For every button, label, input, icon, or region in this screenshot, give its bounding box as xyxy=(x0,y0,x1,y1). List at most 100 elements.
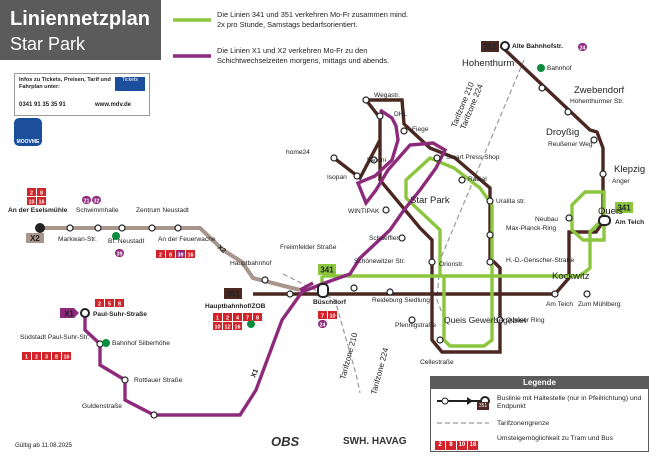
tariff-label-224-b: Tarifzone 224 xyxy=(369,346,390,395)
transfer-badge-label: 3 xyxy=(45,354,48,360)
label-orionstr: Orionstr. xyxy=(439,261,464,268)
transfer-badge xyxy=(318,311,327,319)
svg-text:X2: X2 xyxy=(30,234,40,243)
label-zwebendorf: Zwebendorf xyxy=(574,85,625,96)
label-star-park: Star Park xyxy=(410,195,450,206)
transfer-badge xyxy=(27,197,36,205)
label-alte-bahnhofstr: Alte Bahnhofstr. xyxy=(512,43,563,50)
badge-x2-eselsmuehle: X2 xyxy=(26,233,44,243)
transfer-badge xyxy=(105,299,114,307)
label-queis-gewerbe: Queis Gewerbegebiet xyxy=(444,315,527,325)
transfer-badge xyxy=(115,299,124,307)
label-kockwitz: Kockwitz xyxy=(552,271,590,282)
transfer-badge-label: 8 xyxy=(256,315,259,321)
label-droyssig: Droyßig xyxy=(546,127,579,138)
label-am-teich-queis: Am Teich xyxy=(615,219,644,226)
label-queis: Queis xyxy=(598,206,623,217)
transfer-badge xyxy=(213,313,222,321)
transfer-badge xyxy=(318,320,327,328)
note-purple-line-icon xyxy=(173,54,211,58)
label-feuerwache: An der Feuerwache xyxy=(158,236,216,243)
transfer-badge xyxy=(115,249,124,257)
transfer-badge-label: 16 xyxy=(235,324,241,330)
page-title: Liniennetzplan xyxy=(10,8,150,30)
transfer-badge-label: 8 xyxy=(169,252,172,258)
svg-text:351: 351 xyxy=(483,43,497,52)
label-schwimmhalle: Schwimmhalle xyxy=(76,207,119,214)
legend-box: Legende 351 Buslinie mit Haltestelle (nu… xyxy=(430,376,649,452)
page-subtitle: Star Park xyxy=(10,34,86,54)
transfer-badge-label: 24 xyxy=(320,322,326,328)
label-reussener-weg: Reußener Weg xyxy=(548,141,593,148)
label-hauptbahnhof: Hauptbahnhof xyxy=(230,260,272,267)
station-labels: Alte Bahnhofstr. Bahnhof Hohenthurm Zweb… xyxy=(8,43,645,410)
transfer-badge-label: 39 xyxy=(117,251,123,257)
info-web-link[interactable]: www.mdv.de xyxy=(95,102,132,108)
info-box: Infos zu Tickets, Preisen, Tarif und Fah… xyxy=(14,73,150,116)
s-bahn-icon xyxy=(247,320,255,328)
transfer-badge xyxy=(42,352,51,360)
svg-text:351: 351 xyxy=(226,290,240,299)
transfer-badge-label: 8 xyxy=(40,190,43,196)
transfer-badge-label: 12 xyxy=(225,324,231,330)
label-bf-neustadt: Bf. Neustadt xyxy=(108,238,144,245)
transfer-badge-label: 7 xyxy=(246,315,249,321)
badge-351-hbf: 351 xyxy=(224,288,242,299)
moovme-app-icon[interactable]: MOOVME xyxy=(14,118,42,146)
label-buschdorf: Büschdorf xyxy=(313,299,347,306)
transfer-badge xyxy=(328,311,337,319)
label-smart-press: Smart Press Shop xyxy=(446,154,500,161)
label-anger: Anger xyxy=(612,178,630,185)
label-radial: Radial xyxy=(468,176,487,183)
transfer-badge xyxy=(92,196,101,204)
svg-text:341: 341 xyxy=(617,204,631,213)
label-max-planck: Max-Planck-Ring xyxy=(506,225,557,232)
validity-date: Gültig ab 11.08.2025 xyxy=(15,442,72,449)
transfer-badge-label: 10 xyxy=(29,199,35,205)
note-green-line-icon xyxy=(173,18,211,22)
note-green: Die Linien 341 und 351 verkehren Mo-Fr z… xyxy=(217,10,409,29)
transfer-badge-label: 32 xyxy=(94,198,100,204)
s-bahn-icon xyxy=(537,64,545,72)
label-zentrum-neustadt: Zentrum Neustadt xyxy=(136,207,189,214)
transfer-badge xyxy=(253,313,262,321)
legend-row-transfer: Umsteigemöglichkeit zu Tram und Bus xyxy=(497,435,613,442)
line-x1-purple xyxy=(83,108,448,417)
transfer-badge xyxy=(27,188,36,196)
transfer-badge-label: 1 xyxy=(25,354,28,360)
transfer-badge-label: 5 xyxy=(108,301,111,307)
svg-text:X1: X1 xyxy=(64,310,74,319)
info-phone[interactable]: 0341 91 35 35 91 xyxy=(19,102,66,108)
transfer-badge xyxy=(52,352,61,360)
transfer-badge xyxy=(22,352,31,360)
transfer-badge-label: 8 xyxy=(55,354,58,360)
transfer-badge xyxy=(156,250,165,258)
note-purple: Die Linien X1 und X2 verkehren Mo-Fr zu … xyxy=(217,46,390,65)
label-eselsmuehle: An der Eselsmühle xyxy=(8,207,68,214)
legend-transfer-badge: 16 xyxy=(468,441,478,450)
badge-351-top: 351 xyxy=(481,41,499,52)
transfer-badge-label: 4 xyxy=(236,315,239,321)
legend-transfer-badge: 10 xyxy=(457,441,467,450)
legend-badge: 351 xyxy=(477,402,489,410)
label-dhl: DHL xyxy=(394,111,408,118)
transfer-badge-label: 7 xyxy=(321,313,324,319)
s-bahn-icons xyxy=(102,64,545,347)
label-hbf-zob: Hauptbahnhof/ZOB xyxy=(205,303,266,310)
label-pfennigstr: Pfennigstraße xyxy=(395,322,436,329)
transfer-badge-label: 10 xyxy=(330,313,336,319)
transfer-badge-label: 1 xyxy=(216,315,219,321)
transfer-badge xyxy=(233,313,242,321)
transfer-badge-label: 2 xyxy=(98,301,101,307)
transfer-badge-label: 2 xyxy=(35,354,38,360)
transfer-badge-label: 24 xyxy=(580,45,586,51)
badge-x1-line: X1 xyxy=(250,368,260,379)
legend-tariff-icon xyxy=(437,422,489,424)
transfer-badge xyxy=(223,322,232,330)
label-wintipak: WINTIPAK xyxy=(348,208,380,215)
s-bahn-icon xyxy=(102,339,110,347)
transfer-badge-label: 2 xyxy=(30,190,33,196)
line-x2-purple-west xyxy=(299,281,314,292)
